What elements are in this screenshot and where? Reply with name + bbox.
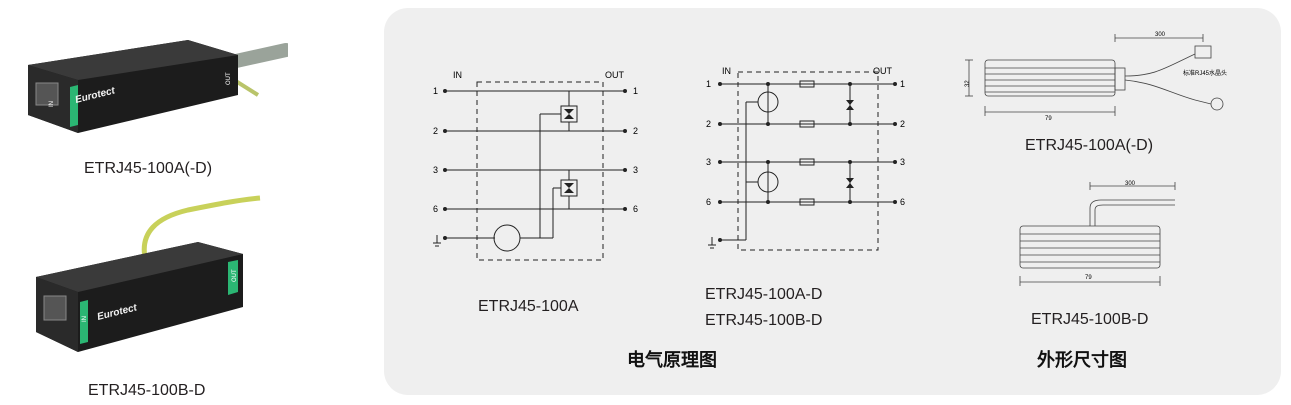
dim-length-label: 79 (1085, 275, 1092, 281)
pin-label: 6 (633, 204, 638, 214)
dimension-b-caption: ETRJ45-100B-D (1031, 311, 1149, 328)
product-tag-in: IN (49, 101, 55, 107)
schematic-label-out: OUT (605, 70, 625, 80)
pin-label: 2 (433, 126, 438, 136)
dimension-drawing-a: 300 79 32 标准RJ45水晶头 (965, 32, 1227, 122)
product-caption-a: ETRJ45-100A(-D) (84, 160, 213, 177)
pin-label: 6 (900, 197, 905, 207)
connector-note: 标准RJ45水晶头 (1183, 69, 1227, 77)
dim-height-label: 32 (965, 80, 971, 87)
pin-label: 6 (433, 204, 438, 214)
schematic-d-caption-1: ETRJ45-100A-D (705, 286, 823, 303)
schematic-a: IN OUT 1 2 3 6 1 2 3 6 (433, 70, 638, 261)
dim-length-label: 79 (1045, 116, 1052, 122)
pin-label: 1 (900, 79, 905, 89)
product-tag-in: IN (82, 316, 88, 322)
product-tag-out: OUT (232, 269, 238, 282)
pin-label: 3 (706, 157, 711, 167)
schematic-label-out: OUT (873, 66, 893, 76)
schematic-a-caption: ETRJ45-100A (478, 298, 579, 315)
pin-label: 3 (633, 165, 638, 175)
pin-label: 1 (706, 79, 711, 89)
dim-cable-label: 300 (1155, 32, 1166, 38)
dimension-drawing-b: 300 79 (1019, 181, 1176, 286)
dimensions-heading: 外形尺寸图 (1037, 350, 1127, 371)
schematic-label-in: IN (453, 70, 462, 80)
schematic-label-in: IN (722, 66, 731, 76)
pin-label: 1 (433, 86, 438, 96)
product-caption-b: ETRJ45-100B-D (88, 382, 206, 399)
pin-label: 1 (633, 86, 638, 96)
schematics-heading: 电气原理图 (627, 350, 717, 371)
pin-label: 2 (633, 126, 638, 136)
pin-label: 2 (706, 119, 711, 129)
product-photo-a: Eurotect IN OUT (28, 40, 288, 133)
product-tag-out: OUT (226, 72, 232, 85)
product-photo-b: Eurotect IN OUT (36, 195, 261, 352)
dimension-a-caption: ETRJ45-100A(-D) (1025, 137, 1154, 154)
pin-label: 6 (706, 197, 711, 207)
pin-label: 2 (900, 119, 905, 129)
pin-label: 3 (900, 157, 905, 167)
schematic-d: IN OUT 1 2 3 6 1 2 3 6 (706, 66, 905, 251)
pin-label: 3 (433, 165, 438, 175)
schematic-d-caption-2: ETRJ45-100B-D (705, 312, 823, 329)
dim-cable-label: 300 (1125, 181, 1136, 187)
